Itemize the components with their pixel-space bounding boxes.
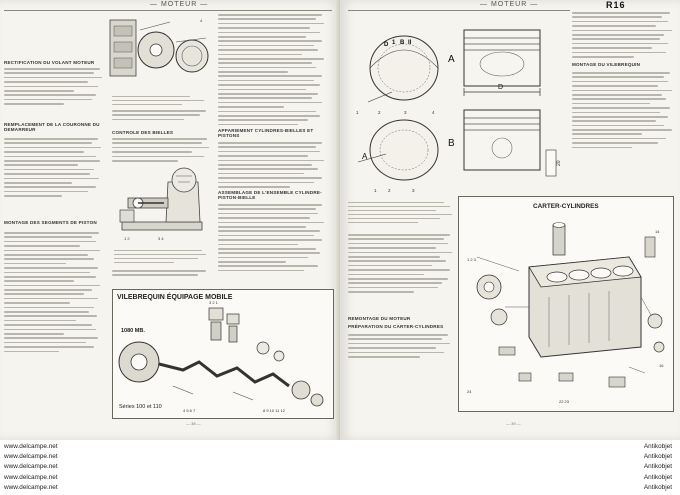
section-heading: ASSEMBLAGE DE L'ENSEMBLE CYLINDRE-PISTON…: [218, 190, 322, 200]
piston-label: II: [408, 40, 412, 46]
svg-text:3 2 1: 3 2 1: [209, 300, 219, 305]
header-rule: [348, 10, 570, 11]
section-heading: APPARIEMENT CYLINDRES-BIELLES ET PISTONS: [218, 128, 314, 138]
section-heading: MONTAGE DU VILEBREQUIN: [572, 62, 641, 67]
magazine-spread: — MOTEUR — RECTIFICATION DU VOLANT MOTEU…: [0, 0, 680, 440]
watermark-line: www.delcampe.net: [4, 483, 58, 491]
body-text: [218, 142, 326, 190]
body-text: [4, 232, 104, 355]
piston-label: 1: [392, 40, 396, 46]
piston-label: D: [384, 42, 389, 48]
flywheel-illustration: 4: [109, 18, 209, 77]
section-heading: RECTIFICATION DU VOLANT MOTEUR: [4, 60, 95, 65]
section-heading: PRÉPARATION DU CARTER-CYLINDRES: [348, 324, 444, 329]
watermark-line: Antikobjet: [643, 473, 672, 481]
piston-label: A: [362, 152, 368, 161]
left-page: — MOTEUR — RECTIFICATION DU VOLANT MOTEU…: [0, 0, 340, 440]
figure-caption: [114, 250, 210, 266]
watermark-right: Antikobjet Antikobjet Antikobjet Antikob…: [644, 442, 672, 493]
svg-text:2: 2: [388, 188, 391, 193]
svg-text:3: 3: [404, 110, 407, 115]
figure-title: CARTER-CYLINDRES: [533, 203, 599, 210]
svg-text:1: 1: [356, 110, 359, 115]
right-page-number: — 39 —: [506, 421, 521, 426]
watermark-line: www.delcampe.net: [4, 473, 58, 481]
section-heading: REMPLACEMENT DE LA COURONNE DU DEMARREUR: [4, 122, 100, 132]
right-page-header: — MOTEUR —: [480, 1, 539, 8]
crankshaft-assembly-illustration: 3 2 1 8 9 10 11 12 4 5 6 7: [118, 300, 324, 413]
left-page-number: — 38 —: [186, 421, 201, 426]
svg-text:3 4: 3 4: [158, 236, 164, 241]
header-rule: [4, 10, 332, 11]
body-text: [348, 334, 454, 360]
cylinder-block-exploded-illustration: 1 2 3 14 16 22 23 24: [467, 222, 665, 404]
section-heading: CONTROLE DES BIELLES: [112, 130, 174, 135]
body-text: [572, 12, 674, 60]
body-text: [112, 270, 212, 279]
svg-text:8 9 10 11 12: 8 9 10 11 12: [263, 408, 286, 413]
watermark-left: www.delcampe.net www.delcampe.net www.de…: [4, 442, 58, 493]
body-text: [112, 138, 212, 164]
svg-text:1: 1: [374, 188, 377, 193]
watermark-strip: www.delcampe.net www.delcampe.net www.de…: [0, 440, 680, 495]
section-heading: REMONTAGE DU MOTEUR: [348, 316, 411, 321]
watermark-line: Antikobjet: [643, 443, 672, 450]
body-text: [218, 14, 326, 128]
watermark-line: www.delcampe.net: [4, 453, 58, 461]
body-text: [572, 72, 674, 151]
piston-label: A: [448, 54, 455, 65]
model-badge: R16: [606, 0, 626, 10]
body-text: [4, 68, 104, 108]
figure-caption: [112, 96, 212, 108]
piston-diagram: 20 1 2 3 4 1 2 3: [356, 29, 562, 193]
svg-text:4 5 6 7: 4 5 6 7: [183, 408, 196, 413]
svg-text:3: 3: [412, 188, 415, 193]
piston-label: D: [498, 84, 504, 91]
watermark-line: Antikobjet: [643, 483, 672, 491]
watermark-line: Antikobjet: [643, 463, 672, 471]
body-text: [218, 204, 326, 274]
svg-text:4: 4: [200, 18, 203, 23]
watermark-line: Antikobjet: [643, 453, 672, 461]
body-text: [112, 110, 212, 123]
rod-check-tool-illustration: 1 2 3 4: [119, 167, 203, 241]
figure-caption: [348, 202, 456, 226]
svg-text:1 2 3: 1 2 3: [467, 257, 477, 262]
watermark-line: www.delcampe.net: [4, 443, 58, 450]
svg-text:1 2: 1 2: [124, 236, 130, 241]
piston-label: B: [448, 138, 455, 149]
piston-label: B: [400, 40, 405, 46]
svg-text:2: 2: [378, 110, 381, 115]
svg-text:4: 4: [432, 110, 435, 115]
svg-text:14: 14: [655, 229, 660, 234]
watermark-line: www.delcampe.net: [4, 463, 58, 471]
svg-text:20: 20: [556, 160, 562, 166]
figure-title: VILEBREQUIN ÉQUIPAGE MOBILE: [117, 294, 233, 301]
figure-series-label: Séries 100 et 110: [119, 404, 162, 410]
crankshaft-figure: VILEBREQUIN ÉQUIPAGE MOBILE 1080 MB. Sér…: [112, 289, 334, 419]
svg-text:22 23: 22 23: [559, 399, 570, 404]
cylinder-block-figure: CARTER-CYLINDRES: [458, 196, 674, 412]
svg-text:16: 16: [659, 363, 664, 368]
svg-text:24: 24: [467, 389, 472, 394]
body-text: [4, 138, 104, 199]
left-page-header: — MOTEUR —: [150, 1, 209, 8]
section-heading: MONTAGE DES SEGMENTS DE PISTON: [4, 220, 97, 225]
figure-subtitle: 1080 MB.: [121, 328, 145, 334]
body-text: [348, 234, 454, 295]
right-page: — MOTEUR — R16 20: [340, 0, 680, 440]
